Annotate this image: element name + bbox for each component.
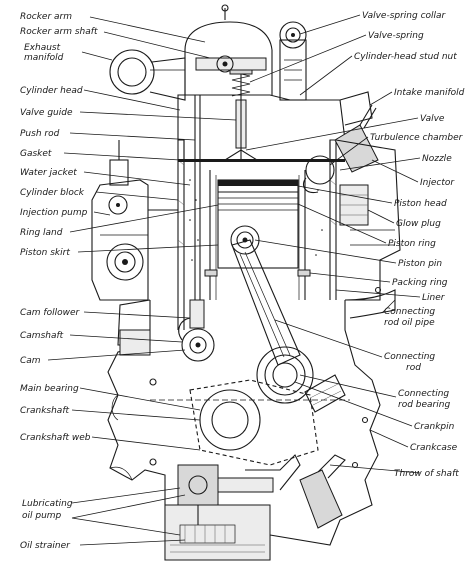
label-push-rod: Push rod [20, 129, 60, 139]
label-crankshaft-web: Crankshaft web [20, 433, 91, 443]
label-oil-strainer: Oil strainer [20, 541, 71, 551]
water-jacket-drawing [189, 179, 323, 261]
label-injection-pump: Injection pump [20, 208, 88, 218]
label-rocker-arm-shaft: Rocker arm shaft [20, 27, 98, 37]
right-labels: Valve-spring collar Valve-spring Cylinde… [354, 11, 465, 479]
label-connecting-rod-line1: Connecting [384, 352, 435, 362]
intake-manifold-drawing [339, 91, 373, 126]
label-packing-ring: Packing ring [392, 278, 448, 288]
piston-drawing [217, 179, 299, 269]
injection-pump-drawing [91, 140, 178, 301]
crankshaft-web-drawing [189, 379, 319, 466]
label-exhaust-manifold-line2: manifold [24, 53, 64, 63]
label-cylinder-block: Cylinder block [20, 188, 85, 198]
label-throw-of-shaft: Throw of shaft [394, 469, 459, 479]
throw-of-shaft-drawing [299, 469, 343, 529]
label-piston-ring: Piston ring [388, 239, 436, 249]
label-valve: Valve [420, 114, 445, 124]
label-exhaust-manifold-line1: Exhaust [24, 43, 61, 53]
label-cylinder-head-stud-nut: Cylinder-head stud nut [354, 52, 457, 62]
label-camshaft: Camshaft [20, 331, 64, 341]
label-glow-plug: Glow plug [396, 219, 441, 229]
label-connecting-rod-oil-pipe-line2: rod oil pipe [384, 318, 435, 328]
leader-lines [47, 14, 421, 546]
label-crankpin: Crankpin [414, 422, 455, 432]
push-rod-drawing [189, 95, 205, 329]
label-rocker-arm: Rocker arm [20, 12, 72, 22]
label-connecting-rod-oil-pipe-line1: Connecting [384, 307, 435, 317]
connecting-rod-drawing [231, 239, 301, 366]
rocker-arm-drawing [184, 4, 273, 97]
liner-drawing [204, 175, 311, 300]
label-valve-spring-collar: Valve-spring collar [362, 11, 447, 21]
label-gasket: Gasket [20, 149, 52, 159]
label-valve-spring: Valve-spring [368, 31, 424, 41]
label-lubricating-oil-pump-line1: Lubricating [22, 499, 73, 509]
label-piston-pin: Piston pin [398, 259, 442, 269]
label-cam-follower: Cam follower [20, 308, 81, 318]
label-connecting-rod-bearing-line1: Connecting [398, 389, 449, 399]
turbulence-chamber-drawing [302, 155, 335, 194]
lubricating-oil-pump-drawing [177, 454, 301, 525]
label-nozzle: Nozzle [422, 154, 452, 164]
label-connecting-rod-bearing-line2: rod bearing [398, 400, 450, 410]
crankpin-drawing [256, 346, 346, 413]
label-lubricating-oil-pump-line2: oil pump [22, 511, 62, 521]
label-liner: Liner [422, 293, 446, 303]
cylinder-block-drawing [177, 140, 337, 330]
label-ring-land: Ring land [20, 228, 63, 238]
camshaft-drawing [178, 317, 215, 362]
crankcase-flange-left [109, 394, 133, 481]
main-bearing-drawing [150, 389, 350, 451]
right-housing [335, 139, 401, 301]
label-injector: Injector [420, 178, 455, 188]
label-piston-head: Piston head [394, 199, 447, 209]
label-connecting-rod-line2: rod [406, 363, 421, 373]
label-piston-skirt: Piston skirt [20, 248, 70, 258]
label-water-jacket: Water jacket [20, 168, 77, 178]
label-valve-guide: Valve guide [20, 108, 73, 118]
label-intake-manifold: Intake manifold [394, 88, 465, 98]
oil-sump [164, 504, 271, 561]
left-labels: Rocker arm Rocker arm shaft Exhaust mani… [20, 12, 98, 551]
label-turbulence-chamber: Turbulence chamber [370, 133, 464, 143]
engine-drawing [91, 4, 401, 561]
label-crankcase: Crankcase [410, 443, 458, 453]
oil-strainer-mesh [179, 524, 236, 544]
cylinder-head-drawing [177, 60, 346, 162]
label-cylinder-head: Cylinder head [20, 86, 83, 96]
label-main-bearing: Main bearing [20, 384, 79, 394]
label-crankshaft: Crankshaft [20, 406, 69, 416]
exhaust-manifold-drawing [109, 49, 186, 101]
label-cam: Cam [20, 356, 41, 366]
